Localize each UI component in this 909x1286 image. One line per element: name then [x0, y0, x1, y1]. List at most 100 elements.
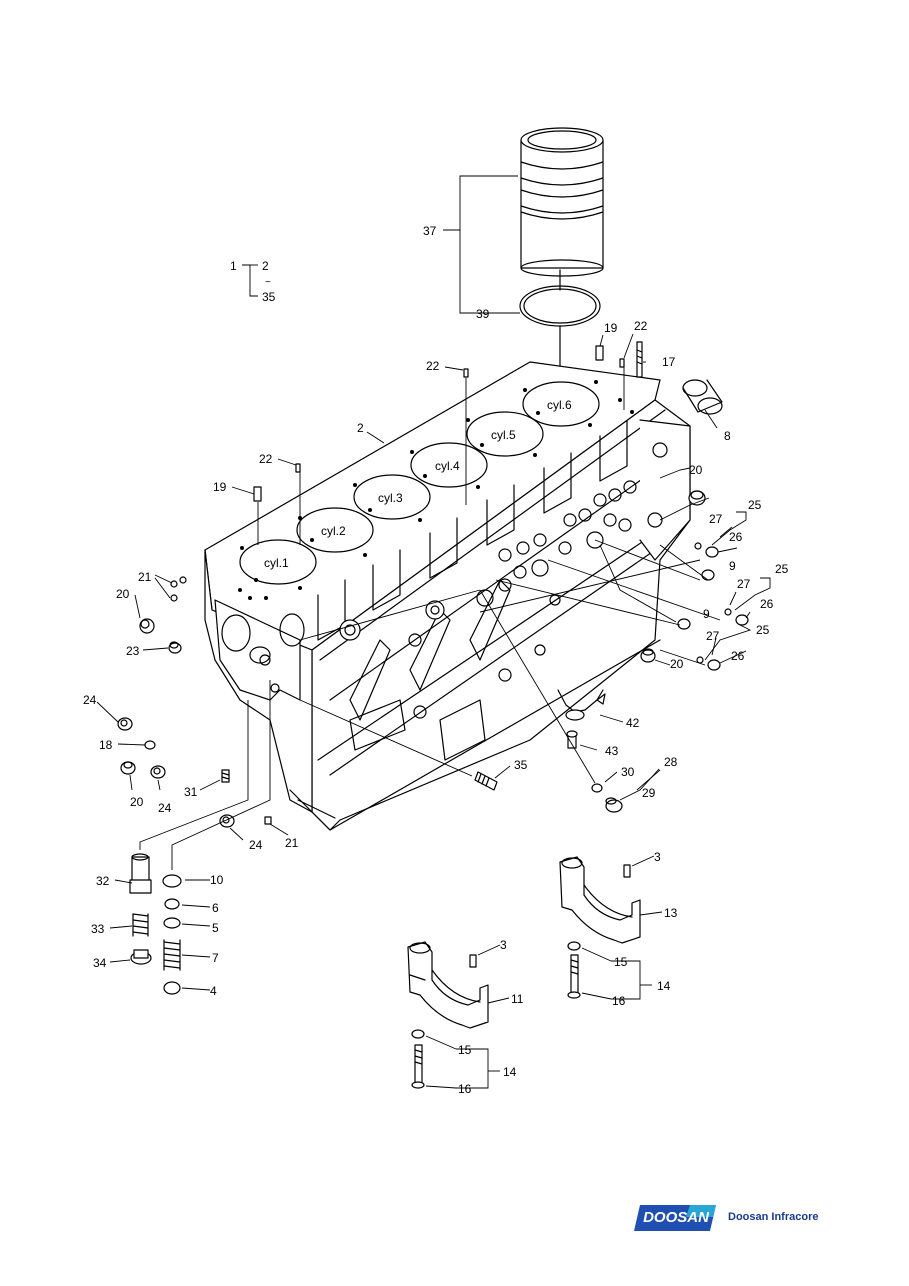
callout-4: 4 — [210, 984, 217, 998]
callout-39: 39 — [476, 307, 490, 321]
cup-plug — [682, 379, 723, 415]
callout-34: 34 — [93, 956, 107, 970]
callout-28: 28 — [664, 755, 678, 769]
callout-26: 26 — [760, 597, 774, 611]
callout-14: 14 — [657, 979, 671, 993]
company-name: Doosan Infracore — [728, 1211, 819, 1223]
assembly-note-tilde: ~ — [265, 277, 271, 288]
small-plug — [144, 740, 156, 750]
doosan-logo-mark — [634, 1205, 716, 1231]
callout-16: 16 — [458, 1082, 472, 1096]
callout-23: 23 — [126, 644, 140, 658]
bolt — [566, 730, 578, 749]
doosan-brand-text: DOOSAN — [643, 1209, 709, 1226]
plug-set — [677, 542, 749, 671]
plug — [139, 618, 155, 634]
callout-9: 9 — [703, 607, 710, 621]
screw-plug — [605, 797, 623, 813]
ball — [179, 576, 187, 584]
callout-15: 15 — [458, 1043, 472, 1057]
ball — [170, 580, 178, 588]
dowel-pin — [595, 345, 604, 361]
cylinder-bores — [239, 381, 600, 585]
callout-15: 15 — [614, 955, 628, 969]
callout-27: 27 — [737, 577, 751, 591]
dowel-pin — [253, 486, 262, 502]
callout-25: 25 — [756, 623, 770, 637]
washer — [591, 783, 603, 793]
cap-bolts — [411, 864, 631, 1089]
callout-8: 8 — [724, 429, 731, 443]
callout-16: 16 — [612, 994, 626, 1008]
callout-20: 20 — [116, 587, 130, 601]
callout-43: 43 — [605, 744, 619, 758]
callout-30: 30 — [621, 765, 635, 779]
callout-7: 7 — [212, 951, 219, 965]
callout-2: 2 — [357, 421, 364, 435]
sleeve — [219, 814, 235, 828]
callout-25: 25 — [748, 498, 762, 512]
callout-14: 14 — [503, 1065, 517, 1079]
liner-o-ring — [519, 285, 601, 327]
sleeve — [117, 717, 133, 731]
assembly-note-main: 1 — [230, 259, 237, 273]
callout-22: 22 — [634, 319, 648, 333]
block-side-holes — [476, 480, 637, 607]
callout-17: 17 — [662, 355, 676, 369]
callout-6: 6 — [212, 901, 219, 915]
head-bolt-holes — [238, 380, 634, 600]
pipe-nipple — [474, 771, 498, 791]
cylinder-label-4: cyl.4 — [435, 459, 460, 473]
callout-3: 3 — [654, 850, 661, 864]
cylinder-label-5: cyl.5 — [491, 428, 516, 442]
cylinder-label-2: cyl.2 — [321, 524, 346, 538]
callout-27: 27 — [706, 629, 720, 643]
callout-24: 24 — [249, 838, 263, 852]
ball — [264, 816, 272, 825]
callout-13: 13 — [664, 906, 678, 920]
callout-19: 19 — [213, 480, 227, 494]
plug-small — [168, 641, 182, 654]
callout-20: 20 — [670, 657, 684, 671]
cylinder-label-3: cyl.3 — [378, 491, 403, 505]
callout-26: 26 — [729, 530, 743, 544]
plug — [640, 648, 656, 663]
callout-24: 24 — [83, 693, 97, 707]
callout-20: 20 — [689, 463, 703, 477]
callout-29: 29 — [642, 786, 656, 800]
ball — [170, 594, 178, 602]
callout-33: 33 — [91, 922, 105, 936]
plug — [688, 490, 706, 506]
callout-27: 27 — [709, 512, 723, 526]
cylinder-block — [204, 361, 691, 831]
callout-22: 22 — [259, 452, 273, 466]
callout-22: 22 — [426, 359, 440, 373]
callout-37: 37 — [423, 224, 437, 238]
leader-lines — [96, 175, 771, 1089]
main-bearing-cap-rear — [559, 856, 641, 944]
assembly-note-from: 2 — [262, 259, 269, 273]
callout-32: 32 — [96, 874, 110, 888]
part-callouts: 37 39 19 22 17 22 8 2 22 20 19 25 27 26 … — [83, 224, 789, 1096]
callout-9: 9 — [729, 559, 736, 573]
callout-21: 21 — [138, 570, 152, 584]
stud — [636, 341, 643, 378]
pin — [619, 358, 625, 368]
pressure-relief-valve — [129, 853, 152, 965]
plug — [120, 761, 136, 775]
sleeve — [150, 765, 166, 779]
callout-19: 19 — [604, 321, 618, 335]
callout-11: 11 — [511, 992, 524, 1006]
assembly-note-to: 35 — [262, 290, 276, 304]
callout-26: 26 — [731, 649, 745, 663]
cylinder-label-1: cyl.1 — [264, 556, 289, 570]
cylinder-label-6: cyl.6 — [547, 398, 572, 412]
callout-42: 42 — [626, 716, 640, 730]
oil-nozzle — [557, 689, 606, 721]
main-bearing-cap-front — [407, 941, 489, 1029]
valve-spring-stack — [162, 874, 182, 995]
callout-20: 20 — [130, 795, 144, 809]
cylinder-liner — [520, 127, 604, 277]
pin — [295, 463, 301, 473]
